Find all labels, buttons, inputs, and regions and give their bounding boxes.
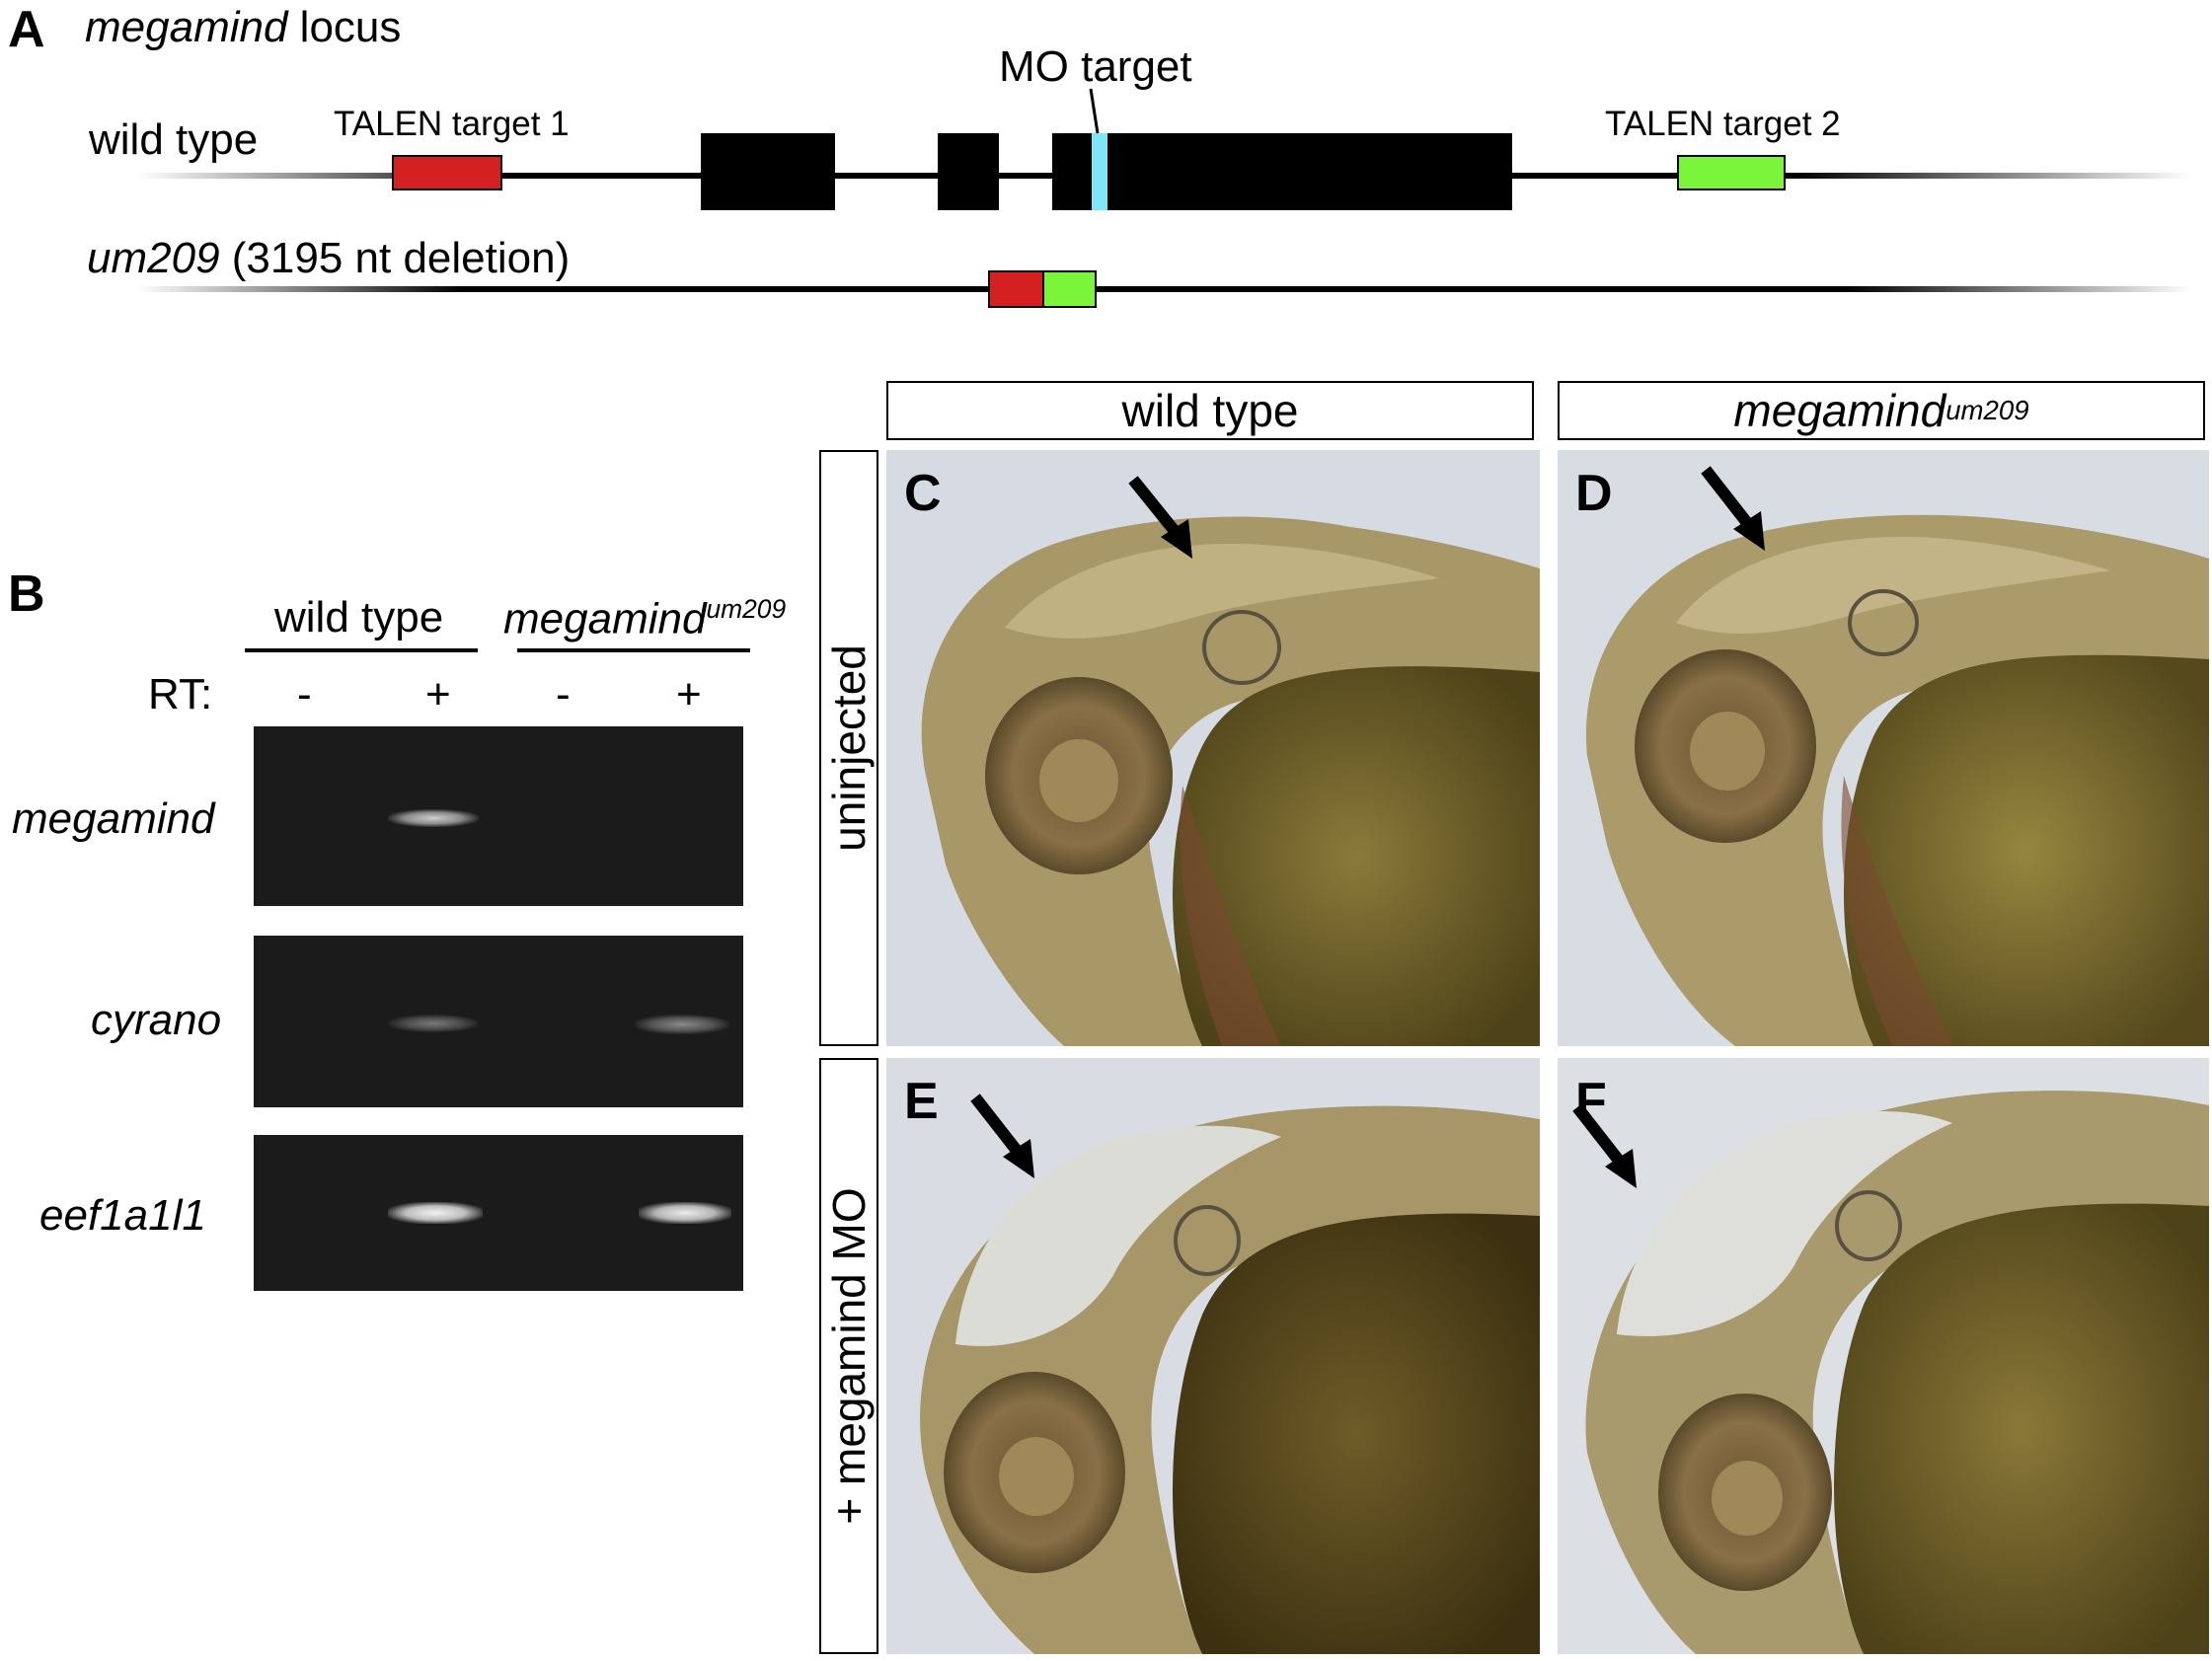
yolk-sac: [1834, 1203, 2209, 1654]
exon-3: [1052, 133, 1512, 210]
gel-row-megamind: megamind: [12, 794, 215, 843]
gel-strip-eef1a1l1: [254, 1135, 743, 1291]
mut-talen-2: [1042, 270, 1097, 308]
row-label-uninjected-text: uninjected: [823, 644, 875, 852]
header-wildtype: wild type: [886, 381, 1534, 440]
gel-strip-cyrano: [254, 936, 743, 1107]
arrow-icon: [1701, 466, 1765, 551]
panel-f-letter: F: [1575, 1073, 1607, 1130]
gel-col-mutant: megamindum209: [503, 596, 786, 642]
gel-col-wildtype-underline: [245, 648, 478, 652]
wt-label: wild type: [89, 115, 259, 164]
embryo-photo-c: C: [886, 450, 1540, 1046]
embryo-body: [1585, 514, 2209, 1046]
gel-band: [639, 1202, 731, 1224]
locus-diagram: [138, 88, 2191, 308]
panel-c-letter: C: [904, 465, 942, 522]
embryo-hindbrain: [1676, 537, 2110, 635]
otic-vesicle: [1835, 1190, 1902, 1261]
panel-a-letter: A: [8, 1, 45, 58]
yolk-sac: [1173, 666, 1540, 1046]
mo-target-mark: [1092, 133, 1107, 210]
otic-vesicle: [1202, 610, 1281, 685]
header-wildtype-text: wild type: [1121, 385, 1299, 436]
panel-e-letter: E: [904, 1073, 939, 1130]
embryo-lens: [1039, 739, 1118, 822]
lane-3-sign: -: [556, 670, 571, 718]
gel-strip-megamind: [254, 726, 743, 906]
gel-col-mutant-gene: megamind: [503, 594, 707, 643]
mutant-rest: (3195 nt deletion): [219, 234, 571, 282]
gel-row-cyrano: cyrano: [91, 996, 222, 1044]
mutant-allele: um209: [87, 234, 220, 282]
panel-b-letter: B: [8, 566, 45, 623]
exon-2: [938, 133, 999, 210]
yolk-sac: [1844, 654, 2209, 1046]
embryo-photo-e: E: [886, 1058, 1540, 1654]
gel-row-eef1a1l1: eef1a1l1: [39, 1191, 206, 1240]
gel-band: [635, 1015, 729, 1034]
wt-line-left-fade: [138, 173, 513, 179]
gel-col-mutant-underline: [517, 648, 750, 652]
row-label-mo: + megamind MO: [819, 1058, 878, 1654]
embryo-f-drawing: [1558, 1058, 2209, 1654]
talen1-label: TALEN target 1: [334, 105, 570, 143]
gel-band: [388, 1202, 483, 1224]
talen-target-1: [392, 155, 502, 190]
lane-4-sign: +: [676, 670, 702, 718]
panel-a-title-rest: locus: [287, 3, 402, 51]
mo-target-pointer: [1089, 88, 1100, 134]
gel-col-mutant-sup: um209: [706, 594, 787, 624]
exon-1: [701, 133, 835, 210]
gel-band: [388, 809, 479, 827]
mutant-label: um209 (3195 nt deletion): [87, 237, 570, 280]
arrow-icon: [1128, 476, 1192, 559]
mut-talen-1: [988, 270, 1044, 308]
rt-label: RT:: [148, 670, 213, 718]
enlarged-hindbrain-ventricle: [1617, 1111, 1952, 1336]
panel-a-title-gene: megamind: [85, 3, 288, 51]
embryo-photo-f: F: [1558, 1058, 2209, 1654]
talen-target-2: [1677, 155, 1786, 190]
mut-line-right-fade: [1846, 286, 2191, 292]
embryo-hindbrain: [1005, 544, 1439, 639]
mo-target-label: MO target: [999, 42, 1192, 91]
otic-vesicle: [1174, 1205, 1241, 1276]
panel-a-title: megamind locus: [85, 6, 401, 49]
row-label-uninjected: uninjected: [819, 450, 878, 1046]
embryo-photo-d: D: [1558, 450, 2209, 1046]
embryo-lens: [999, 1437, 1074, 1516]
embryo-body: [921, 516, 1540, 1046]
gel-band: [388, 1015, 479, 1032]
embryo-d-drawing: [1558, 450, 2209, 1046]
header-mutant-gene: megamind: [1733, 385, 1946, 436]
mut-line: [464, 286, 1846, 292]
arrow-icon: [1572, 1103, 1637, 1188]
arrow-icon: [970, 1094, 1034, 1178]
pericardium: [1180, 786, 1281, 1046]
otic-vesicle: [1848, 589, 1919, 656]
header-mutant-sup: um209: [1945, 395, 2029, 425]
pericardium: [1841, 776, 1952, 1046]
enlarged-hindbrain-ventricle: [955, 1125, 1281, 1346]
panel-d-letter: D: [1575, 465, 1613, 522]
embryo-c-drawing: [886, 450, 1540, 1046]
embryo-lens: [1690, 712, 1765, 791]
embryo-e-drawing: [886, 1058, 1540, 1654]
talen2-label: TALEN target 2: [1605, 105, 1841, 143]
yolk-sac: [1173, 1213, 1540, 1654]
lane-2-sign: +: [425, 670, 451, 718]
gel-col-wildtype: wild type: [274, 593, 444, 642]
wt-line-right-fade: [1796, 173, 2191, 179]
mut-line-left-fade: [138, 286, 464, 292]
row-label-mo-text: + megamind MO: [823, 1187, 875, 1525]
embryo-lens: [1712, 1461, 1783, 1536]
lane-1-sign: -: [297, 670, 312, 718]
